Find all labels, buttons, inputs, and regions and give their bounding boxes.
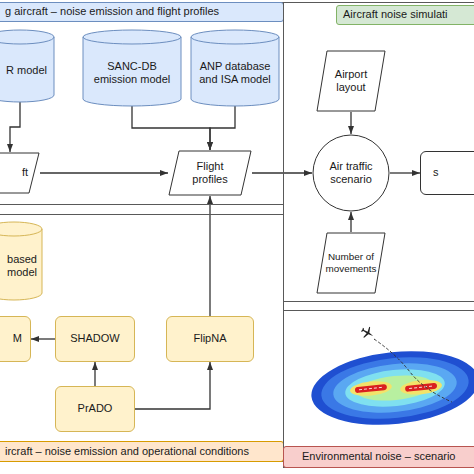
database-cylinder: SANC-DB emission model bbox=[82, 30, 182, 106]
process-box: PrADO bbox=[55, 386, 135, 432]
database-cylinder: ANP database and ISA model bbox=[190, 30, 280, 106]
connector bbox=[132, 106, 210, 150]
database-cylinder: based model bbox=[0, 222, 43, 300]
contour-core bbox=[349, 379, 392, 397]
process-box: M bbox=[0, 316, 31, 362]
runway bbox=[355, 384, 387, 393]
node-label: ft bbox=[22, 166, 28, 179]
node-label: Flight profiles bbox=[180, 160, 240, 186]
panel-heading-band: Aircraft noise simulati bbox=[336, 5, 474, 25]
database-cylinder: R model bbox=[0, 30, 55, 102]
runway-marking bbox=[359, 387, 383, 390]
node-label: Airport layout bbox=[326, 68, 376, 94]
contour-outer bbox=[308, 343, 474, 432]
panel-heading: ircraft – noise emission and operational… bbox=[5, 445, 249, 458]
group-panel: g aircraft – noise emission and flight p… bbox=[0, 2, 284, 205]
process-box: SHADOW bbox=[55, 316, 135, 362]
connector bbox=[350, 212, 351, 232]
node-label: R model bbox=[6, 64, 47, 77]
panel-heading-band: ircraft – noise emission and operational… bbox=[0, 441, 284, 462]
data-parallelogram: ft bbox=[0, 152, 40, 194]
panel-heading-band: Environmental noise – scenario bbox=[283, 446, 474, 468]
group-panel: ircraft – noise emission and operational… bbox=[0, 214, 284, 462]
node-label: Air traffic scenario bbox=[320, 160, 382, 186]
connector bbox=[252, 172, 312, 173]
contour-band bbox=[318, 350, 471, 425]
connector bbox=[94, 362, 95, 386]
connector bbox=[390, 172, 420, 173]
data-parallelogram: Flight profiles bbox=[168, 150, 252, 196]
process-box: FlipNA bbox=[166, 316, 254, 362]
panel-heading-band: g aircraft – noise emission and flight p… bbox=[0, 2, 284, 22]
group-panel: Aircraft noise simulatiAirport layoutAir… bbox=[283, 2, 474, 302]
node-label: PrADO bbox=[78, 402, 113, 415]
group-panel: Environmental noise – scenario bbox=[283, 310, 474, 468]
contour-band bbox=[331, 358, 459, 419]
connector bbox=[210, 106, 235, 150]
airplane-icon bbox=[359, 324, 376, 341]
contour-core bbox=[399, 378, 442, 396]
process-circle: Air traffic scenario bbox=[312, 134, 390, 212]
node-label: based model bbox=[0, 253, 37, 279]
panel-heading: Environmental noise – scenario bbox=[302, 450, 455, 463]
process-box: s bbox=[420, 151, 474, 195]
panel-heading: Aircraft noise simulati bbox=[343, 8, 448, 21]
node-label: FlipNA bbox=[193, 332, 226, 345]
node-label: SANC-DB emission model bbox=[88, 60, 176, 86]
connector bbox=[31, 338, 55, 339]
connector bbox=[350, 112, 351, 134]
data-parallelogram: Number of movements bbox=[316, 232, 386, 294]
contour-band bbox=[343, 365, 446, 411]
node-label: ANP database and ISA model bbox=[195, 60, 275, 86]
flight-track bbox=[374, 339, 452, 402]
runway-marking bbox=[409, 386, 433, 389]
connector bbox=[40, 172, 168, 173]
node-label: SHADOW bbox=[70, 332, 120, 345]
node-label: Number of movements bbox=[325, 251, 376, 275]
connector bbox=[10, 102, 20, 152]
data-parallelogram: Airport layout bbox=[316, 50, 386, 112]
panel-heading: g aircraft – noise emission and flight p… bbox=[5, 5, 219, 18]
node-label: s bbox=[433, 166, 439, 179]
connector bbox=[135, 362, 210, 409]
node-outline bbox=[0, 152, 40, 194]
node-label: M bbox=[13, 332, 22, 345]
